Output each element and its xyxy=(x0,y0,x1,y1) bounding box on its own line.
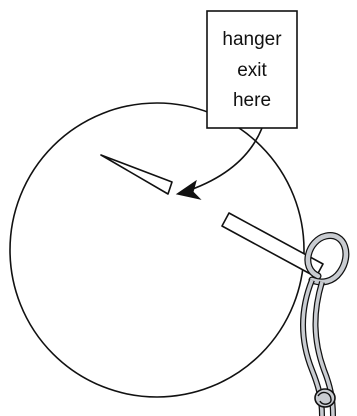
callout-box xyxy=(206,10,298,129)
object-circle xyxy=(9,102,305,398)
callout-line-3: here xyxy=(233,90,271,111)
slit-icon xyxy=(100,154,173,195)
callout-line-1: hanger xyxy=(222,29,282,50)
pointer-arrow-icon xyxy=(175,127,263,200)
callout-line-2: exit xyxy=(237,60,267,81)
knot-icon xyxy=(314,388,336,408)
